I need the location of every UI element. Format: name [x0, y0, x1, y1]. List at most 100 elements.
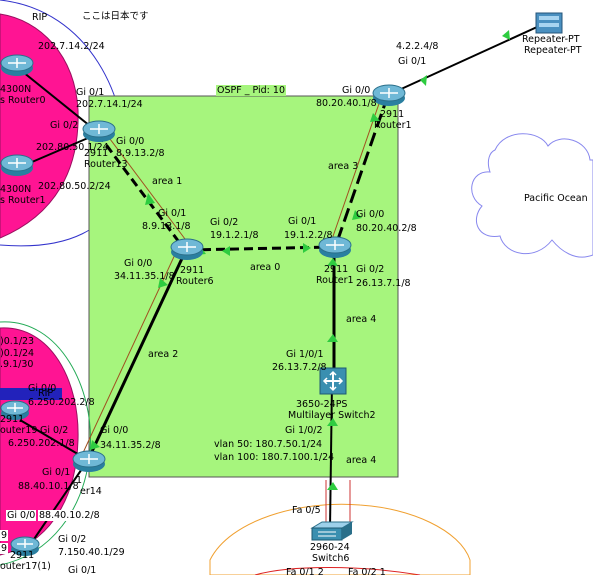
- link-r14-r17: [29, 459, 89, 546]
- area2-label: area 2: [148, 349, 179, 360]
- ip-label: 6.250.202.2/8: [28, 397, 95, 408]
- link-r0-r13: [17, 67, 96, 131]
- router1b-icon[interactable]: [318, 234, 352, 260]
- repeater-name: Repeater-PT: [524, 45, 582, 56]
- interface-label: Gi 1/0/1: [286, 349, 324, 360]
- router1-name: Router1: [374, 120, 412, 131]
- interface-label: Gi 0/2: [58, 534, 87, 545]
- switch-icon[interactable]: [308, 520, 354, 542]
- router17-icon[interactable]: [10, 534, 40, 558]
- multilayer-switch-icon[interactable]: [318, 366, 348, 396]
- interface-label: Gi 0/0: [28, 383, 57, 394]
- interface-label: Gi 0/1: [288, 216, 317, 227]
- mls-name: Multilayer Switch2: [288, 410, 376, 421]
- japan-note-label: ここは日本です: [82, 11, 149, 22]
- pacific-cloud: [471, 133, 593, 258]
- link-r6-r14: [86, 251, 187, 461]
- router13-model: 2911: [84, 148, 109, 159]
- ip-label: )0.1/23: [0, 336, 35, 347]
- interface-label: Fa 0/2 1: [348, 567, 386, 575]
- router6-name: Router6: [176, 276, 214, 287]
- interface-label: Gi 0/2: [210, 217, 239, 228]
- ip-label: 8.9.13.1/8: [142, 221, 191, 232]
- ip-label: 9: [0, 530, 9, 541]
- interface-label: Gi 0/0: [356, 209, 385, 220]
- router1left-icon[interactable]: [0, 152, 34, 178]
- interface-label: Gi 0/2: [356, 264, 385, 275]
- red-arc: [254, 567, 421, 575]
- interface-label: Gi 0/0: [124, 258, 153, 269]
- rip-outline-left: [0, 321, 91, 566]
- area4b-label: area 4: [346, 455, 377, 466]
- router14-model: 1: [76, 475, 83, 486]
- ip-label: 19.1.2.2/8: [284, 230, 333, 241]
- interface-label: Gi 0/0: [100, 425, 129, 436]
- interface-label: Gi 0/1: [68, 565, 97, 575]
- link-mls-switch: [329, 381, 333, 529]
- vlan50-label: vlan 50: 180.7.50.1/24: [214, 439, 323, 450]
- interface-label: Gi 0/0: [342, 85, 371, 96]
- orange-cloud: [209, 503, 471, 575]
- mls-model: 3650-24PS: [296, 399, 348, 410]
- ip-label: 7.150.40.1/29: [58, 547, 125, 558]
- router17-model: 2911: [10, 550, 35, 561]
- ip-label: 202.80.50.2/24: [38, 181, 111, 192]
- interface-label: Gi 0/1: [398, 56, 427, 67]
- vlan100-label: vlan 100: 180.7.100.1/24: [214, 452, 335, 463]
- router6-icon[interactable]: [170, 236, 204, 262]
- ip-label: )0.1/24: [0, 348, 35, 359]
- ip-label: .9.1/30: [0, 359, 34, 370]
- repeater-icon[interactable]: [533, 10, 565, 36]
- ip-label: 26.13.7.1/8: [356, 278, 411, 289]
- pacific-label: Pacific Ocean: [524, 193, 588, 204]
- ip-label: 80.20.40.2/8: [356, 223, 417, 234]
- router19-model: 2911: [0, 414, 25, 425]
- ip-label: 8.9.13.2/8: [116, 148, 165, 159]
- area0-label: area 0: [250, 262, 281, 273]
- router1-model: 2911: [380, 109, 405, 120]
- router1left-model: 4300N: [0, 184, 32, 195]
- ip-label: 88.40.10.1/8: [18, 481, 79, 492]
- link-r13-r6: [96, 133, 187, 251]
- router19-name: outer19: [0, 425, 38, 436]
- ip-label: 202.80.50.1/24: [36, 142, 109, 153]
- router1left-name: s Router1: [0, 195, 46, 206]
- ip-label: 202.7.14.2/24: [38, 41, 105, 52]
- interface-label: Gi 1/0/2: [285, 425, 323, 436]
- interface-label: Gi 0/2: [40, 425, 69, 436]
- ip-label: 26.13.7.2/8: [272, 362, 327, 373]
- area4a-label: area 4: [346, 314, 377, 325]
- router1b-name: Router1: [316, 275, 354, 286]
- switch-name: Switch6: [312, 553, 350, 564]
- ip-label: 4.2.2.4/8: [396, 41, 439, 52]
- router19-icon[interactable]: [0, 398, 30, 422]
- rip-blue-bar: [0, 388, 62, 400]
- ospf-area: [88, 95, 399, 478]
- ip-label: 34.11.35.1/8: [114, 271, 175, 282]
- router1b-model: 2911: [324, 264, 349, 275]
- router0-model: 4300N: [0, 84, 32, 95]
- interface-label: Fa 0/1 2: [286, 567, 324, 575]
- ip-label: 202.7.14.1/24: [76, 99, 143, 110]
- interface-label: Gi 0/1: [158, 208, 187, 219]
- router14-icon[interactable]: [72, 448, 106, 474]
- router0-icon[interactable]: [0, 52, 34, 78]
- interface-label: Gi 0/0: [6, 510, 37, 521]
- router17-name: outer17(1): [0, 561, 51, 572]
- ospf-area-label: OSPF _ Pid: 10: [216, 85, 286, 96]
- router0-name: s Router0: [0, 95, 46, 106]
- ip-label: 34.11.35.2/8: [100, 440, 161, 451]
- ip-label: 80.20.40.1/8: [316, 98, 377, 109]
- link-r1-r1b: [334, 94, 390, 246]
- rip-left-label: RIP: [38, 388, 54, 399]
- router1-icon[interactable]: [372, 82, 406, 108]
- router13-icon[interactable]: [82, 118, 116, 144]
- area3-label: area 3: [328, 161, 359, 172]
- area1-label: area 1: [152, 176, 183, 187]
- router6-model: 2911: [180, 265, 205, 276]
- router13-name: Router13: [84, 159, 128, 170]
- interface-label: Gi 0/0: [116, 136, 145, 147]
- repeater-model: Repeater-PT: [522, 34, 580, 45]
